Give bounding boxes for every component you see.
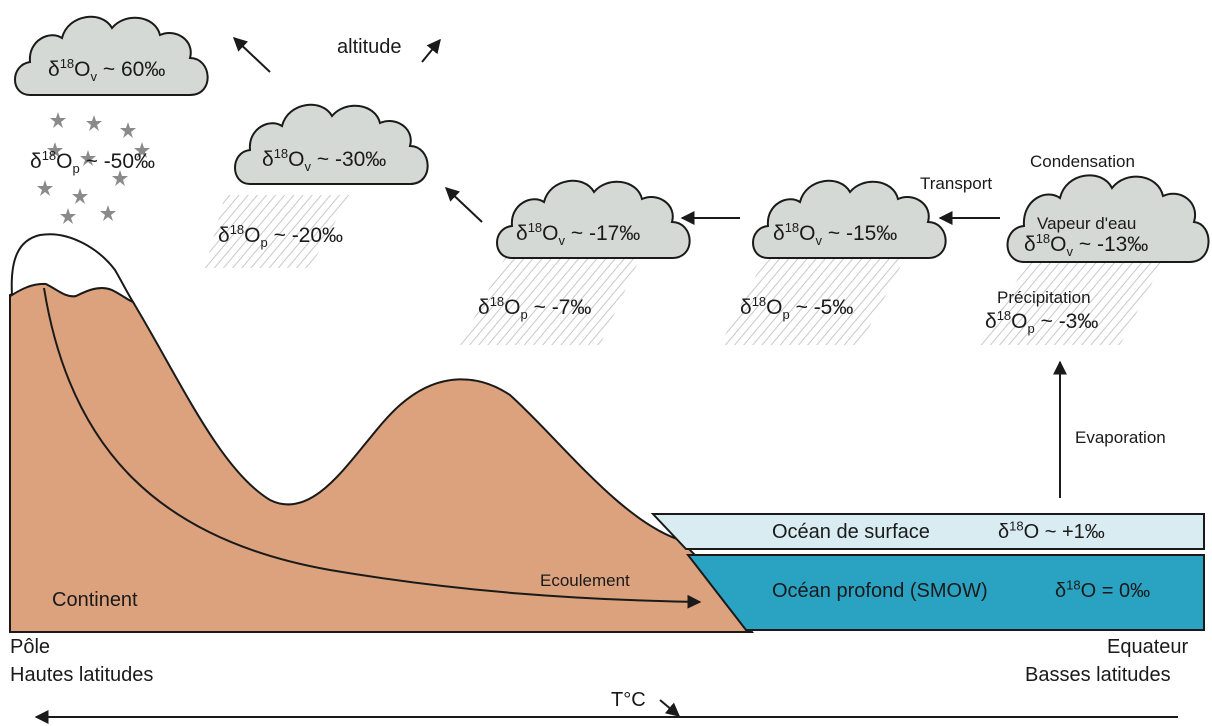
cloud-5-precip-label: δ18Op ~ -3‰ <box>985 308 1099 337</box>
rain-hatch-5 <box>980 258 1165 345</box>
altitude-arrow <box>421 38 441 63</box>
cloud-1 <box>14 15 209 96</box>
snow-cap <box>10 233 136 305</box>
cloud-2 <box>234 103 429 185</box>
precipitation-label: Précipitation <box>997 288 1091 307</box>
snowflake <box>112 170 128 186</box>
snowflake <box>47 142 63 158</box>
snowflakes <box>37 112 150 224</box>
deep-ocean-band <box>685 554 1205 631</box>
cloud-4-precip-label: δ18Op ~ -5‰ <box>740 294 854 323</box>
temperature-decrease-arrow <box>659 699 681 717</box>
cloud-1-vapour-label: δ18Ov ~ 60‰ <box>48 56 166 85</box>
condensation-label: Condensation <box>1030 152 1135 171</box>
continent-landmass <box>9 282 754 633</box>
snowflake <box>37 180 53 196</box>
continent-label: Continent <box>52 589 138 611</box>
rain-hatch-2 <box>205 195 350 268</box>
snowflake <box>50 112 66 128</box>
transport-label: Transport <box>920 174 993 193</box>
pole-label: Pôle <box>10 636 51 658</box>
cloud-2-precip-label: δ18Op ~ -20‰ <box>218 222 344 251</box>
low-latitudes-label: Basses latitudes <box>1025 664 1171 686</box>
rain-hatch-4 <box>720 258 905 345</box>
cloud-5 <box>1006 174 1210 263</box>
deep-ocean-label: Océan profond (SMOW) <box>772 580 988 602</box>
snowflake <box>72 188 88 204</box>
cloud-4-vapour-label: δ18Ov ~ -15‰ <box>773 220 898 249</box>
rain-hatch-3 <box>460 258 640 345</box>
water-vapour-label: Vapeur d'eau <box>1037 214 1137 233</box>
altitude-label: altitude <box>337 36 402 58</box>
snowflake <box>120 122 136 138</box>
surface-ocean-band <box>650 513 1205 550</box>
cloud-3-vapour-label: δ18Ov ~ -17‰ <box>516 220 641 249</box>
runoff-label: Ecoulement <box>540 571 630 590</box>
cloud-1-precip-label: δ18Op ~ -50‰ <box>30 148 156 177</box>
deep-ocean-value: δ18O = 0‰ <box>1055 577 1151 602</box>
snowflake <box>134 142 150 158</box>
cloud-4 <box>752 179 947 259</box>
arrow-cloud3-to-cloud2 <box>444 187 483 223</box>
snowflake <box>80 150 96 166</box>
high-latitudes-label: Hautes latitudes <box>10 664 154 686</box>
arrow-cloud2-to-cloud1 <box>232 37 271 73</box>
cloud-3 <box>496 179 691 259</box>
temperature-label: T°C <box>611 689 646 711</box>
surface-ocean-value: δ18O ~ +1‰ <box>998 518 1105 543</box>
snowflake <box>100 205 116 221</box>
runoff-arrow <box>43 287 702 609</box>
cloud-3-precip-label: δ18Op ~ -7‰ <box>478 294 592 323</box>
surface-ocean-label: Océan de surface <box>772 521 930 543</box>
cloud-5-vapour-label: δ18Ov ~ -13‰ <box>1024 231 1149 260</box>
evaporation-label: Evaporation <box>1075 428 1166 447</box>
equator-label: Equateur <box>1107 636 1189 658</box>
snowflake <box>86 115 102 131</box>
snowflake <box>60 208 76 224</box>
cloud-2-vapour-label: δ18Ov ~ -30‰ <box>262 146 387 175</box>
